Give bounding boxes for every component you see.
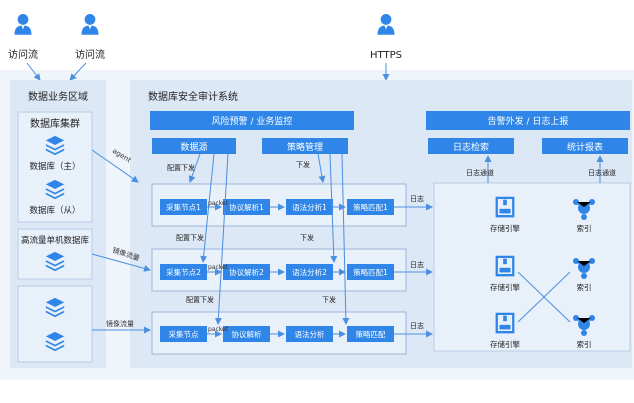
user-icon	[377, 14, 395, 35]
log-channel-label: 日志通道	[466, 168, 494, 177]
storage-area-box	[433, 182, 631, 352]
policy-mgmt-box	[262, 138, 348, 154]
risk-monitor-bar	[150, 111, 354, 130]
storage-engine-label: 存储引擎	[490, 223, 520, 233]
dispatch-label: 下发	[322, 295, 336, 304]
user-label-left2: 访问流	[75, 48, 105, 61]
risk-monitor-label: 风险预警 / 业务监控	[212, 115, 293, 127]
storage-engine-label: 存储引擎	[490, 339, 520, 349]
policy-match-label: 策略匹配1	[353, 267, 388, 277]
syntax-analysis-label: 语法分析2	[292, 267, 327, 277]
db-cluster-box	[17, 111, 93, 223]
syntax-analysis-label: 语法分析	[295, 329, 325, 339]
collector-node-box	[160, 264, 207, 280]
policy-mgmt-label: 策略管理	[287, 141, 323, 153]
data-source-label: 数据源	[180, 141, 207, 153]
syntax-analysis-box	[286, 326, 333, 342]
alert-report-bar	[426, 111, 630, 130]
collector-node-label: 采集节点1	[166, 202, 201, 212]
pipeline-flow-edges	[91, 149, 604, 338]
log-search-label: 日志检索	[453, 141, 489, 153]
syntax-analysis-box	[286, 199, 333, 215]
packet-label: packet	[208, 326, 229, 333]
syntax-analysis-label: 语法分析1	[292, 202, 327, 212]
config-dispatch-label: 配置下发	[167, 163, 195, 172]
policy-match-box	[347, 199, 394, 215]
db-replica-label: 数据库（从）	[29, 205, 80, 216]
mirror-traffic-label: 镜像流量	[106, 319, 134, 328]
edge-user2	[69, 62, 87, 81]
packet-label: packet	[208, 264, 229, 271]
policy-match-box	[347, 264, 394, 280]
protocol-parse-label: 协议解析	[232, 329, 262, 339]
syntax-analysis-box	[286, 264, 333, 280]
log-label: 日志	[410, 194, 424, 203]
log-label: 日志	[410, 321, 424, 330]
high-traffic-db-label: 高流量单机数据库	[21, 235, 90, 246]
log-search-box	[428, 138, 514, 154]
alert-report-label: 告警外发 / 日志上报	[488, 115, 569, 127]
index-label: 索引	[577, 339, 592, 349]
user-label-left1: 访问流	[8, 48, 38, 61]
collector-node-box	[160, 199, 207, 215]
user-icon	[14, 14, 32, 35]
business-area-title: 数据业务区域	[28, 90, 88, 103]
collector-node-box	[160, 326, 207, 342]
index-label: 索引	[577, 282, 592, 292]
config-dispatch-label: 配置下发	[186, 295, 214, 304]
collector-node-label: 采集节点	[169, 329, 199, 339]
protocol-parse-box	[223, 326, 270, 342]
config-dispatch-label: 配置下发	[176, 233, 204, 242]
db-cluster-title: 数据库集群	[30, 117, 80, 130]
log-channel-label: 日志通道	[588, 168, 616, 177]
log-label: 日志	[410, 260, 424, 269]
protocol-parse-box	[223, 199, 270, 215]
protocol-parse-box	[223, 264, 270, 280]
data-source-box	[152, 138, 236, 154]
protocol-parse-label: 协议解析1	[229, 202, 264, 212]
policy-match-label: 策略匹配	[356, 329, 386, 339]
policy-match-label: 策略匹配1	[353, 202, 388, 212]
user-icon	[81, 14, 99, 35]
edge-user1	[26, 62, 41, 81]
dispatch-label: 下发	[296, 160, 310, 169]
dispatch-label: 下发	[300, 233, 314, 242]
collector-node-label: 采集节点2	[166, 267, 201, 277]
packet-label: packet	[208, 200, 229, 207]
index-label: 索引	[577, 223, 592, 233]
stats-report-label: 统计报表	[567, 141, 603, 153]
protocol-parse-label: 协议解析2	[229, 267, 264, 277]
stats-report-box	[542, 138, 628, 154]
db-primary-label: 数据库（主）	[29, 161, 80, 172]
storage-engine-label: 存储引擎	[490, 282, 520, 292]
audit-system-title: 数据库安全审计系统	[148, 90, 238, 103]
policy-match-box	[347, 326, 394, 342]
user-label-https: HTTPS	[370, 50, 402, 61]
